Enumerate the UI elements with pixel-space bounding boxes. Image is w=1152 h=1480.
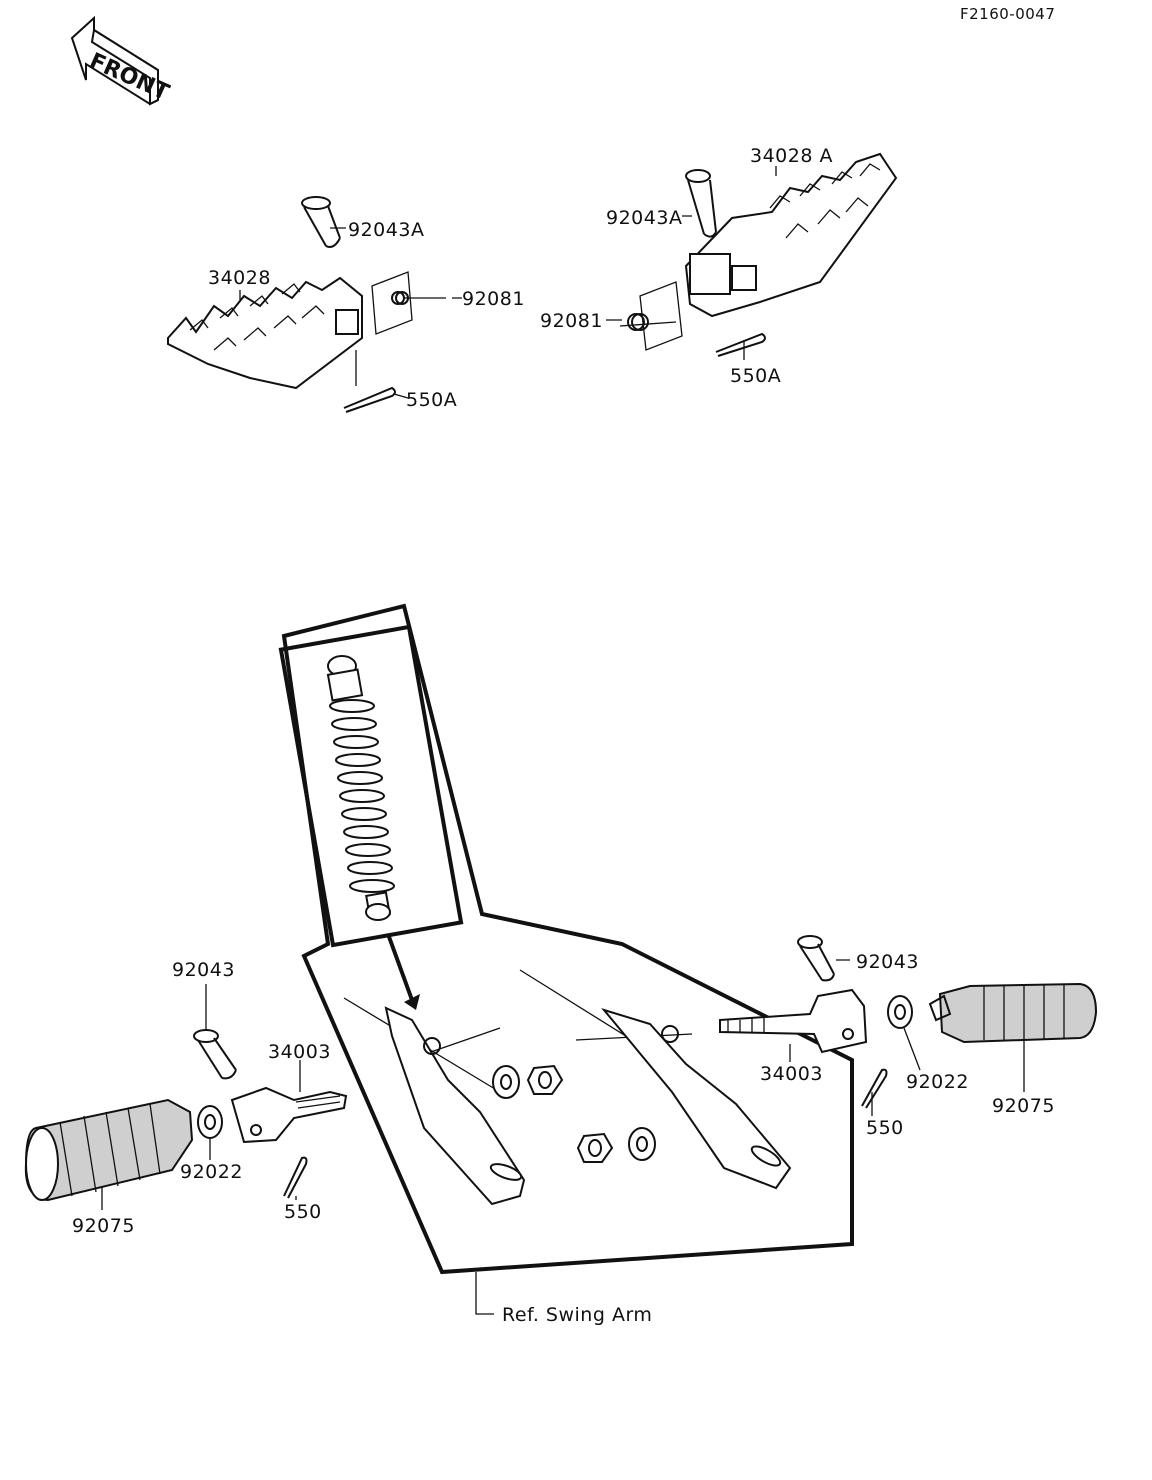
right-bracket-label: 34003 xyxy=(760,1063,823,1085)
right-footpeg-assembly: 34028 A 92043A 92081 550A xyxy=(540,145,898,387)
right-footpeg xyxy=(684,152,898,318)
swing-arm-brackets xyxy=(343,969,792,1206)
right-rubber xyxy=(928,982,1098,1044)
left-footpeg xyxy=(167,276,363,390)
figure-code: F2160-0047 xyxy=(960,5,1055,23)
reference-leader xyxy=(475,1272,494,1315)
left-bracket-label: 34003 xyxy=(268,1041,331,1063)
right-cotter xyxy=(861,1068,888,1109)
right-peg-cotter-label: 550A xyxy=(730,365,781,387)
swing-arm-reference-frame xyxy=(278,603,854,1275)
right-washer xyxy=(887,995,913,1029)
right-peg-spring-label: 92081 xyxy=(540,310,603,332)
left-peg-label: 34028 xyxy=(208,267,271,289)
right-pin-label: 92043 xyxy=(856,951,919,973)
reference-note: Ref. Swing Arm xyxy=(502,1304,652,1326)
right-bracket xyxy=(719,988,868,1054)
right-peg-spring xyxy=(619,281,683,351)
right-peg-label: 34028 A xyxy=(750,145,833,167)
left-rubber-label: 92075 xyxy=(72,1215,135,1237)
left-pin xyxy=(193,1029,237,1080)
left-cotter-label: 550 xyxy=(284,1201,322,1223)
left-peg-spring-label: 92081 xyxy=(462,288,525,310)
left-washer-label: 92022 xyxy=(180,1161,243,1183)
shock-absorber xyxy=(326,655,395,921)
left-pin-label: 92043 xyxy=(172,959,235,981)
right-rubber-label: 92075 xyxy=(992,1095,1055,1117)
left-passenger-footpeg: 92043 34003 92022 550 92075 xyxy=(24,959,348,1237)
center-washers-nuts xyxy=(492,1064,656,1163)
left-footpeg-assembly: 92043A 34028 92081 550A xyxy=(167,196,525,413)
left-bracket xyxy=(230,1086,348,1144)
left-cotter xyxy=(283,1156,308,1199)
installation-arrow-icon xyxy=(386,933,420,1010)
right-passenger-footpeg: 92043 34003 92022 550 92075 xyxy=(719,935,1098,1139)
right-peg-pin xyxy=(685,169,717,238)
right-cotter-label: 550 xyxy=(866,1117,904,1139)
left-rubber xyxy=(24,1098,194,1202)
right-peg-pin-label: 92043A xyxy=(606,207,682,229)
front-label: FRONT xyxy=(86,49,173,106)
left-washer xyxy=(197,1105,223,1139)
right-pin xyxy=(797,935,835,982)
front-arrow-icon: FRONT xyxy=(70,15,173,106)
right-peg-cotter xyxy=(715,332,766,357)
left-peg-spring xyxy=(371,271,446,335)
left-peg-cotter-label: 550A xyxy=(406,389,457,411)
left-peg-cotter xyxy=(343,386,396,413)
left-peg-pin-label: 92043A xyxy=(348,219,424,241)
right-washer-label: 92022 xyxy=(906,1071,969,1093)
left-peg-pin xyxy=(301,196,341,248)
